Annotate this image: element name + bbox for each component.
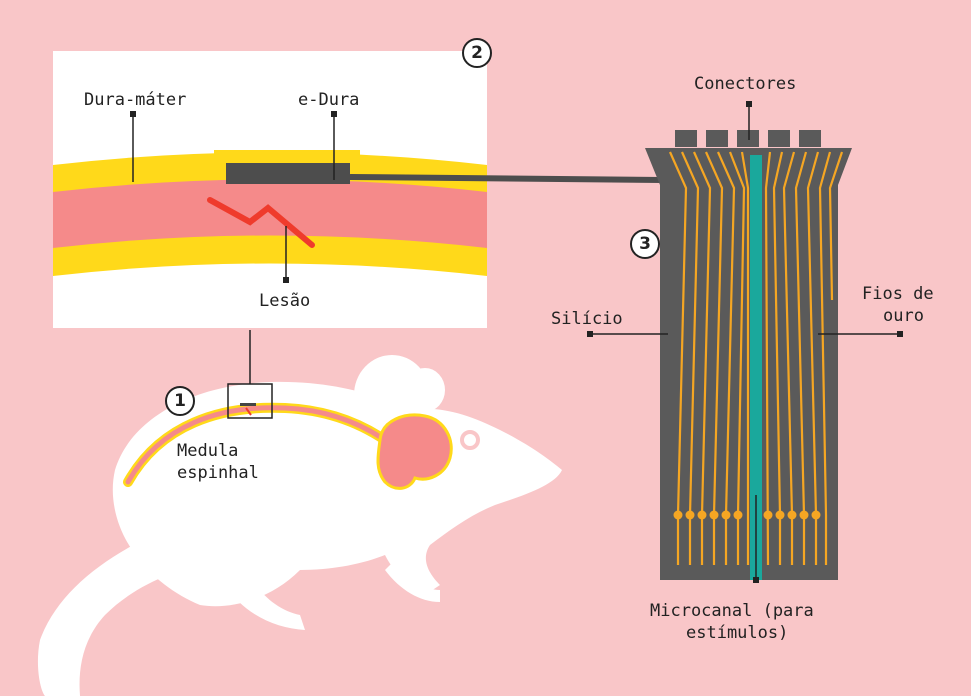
label-medula-line2: espinhal — [177, 463, 259, 483]
label-fios-line1: Fios de — [862, 284, 934, 304]
dura-bottom-layer — [53, 235, 487, 276]
label-dura-mater: Dura-máter — [84, 90, 187, 110]
mouse-lesion-mark — [245, 407, 252, 416]
mouse-implant-mark — [240, 403, 256, 406]
label-microcanal-line2: estímulos) — [686, 623, 789, 643]
mouse-ear-front — [405, 368, 445, 412]
mouse-foot-back — [225, 560, 305, 630]
cross-section-layers — [53, 150, 487, 276]
label-silicio: Silício — [551, 309, 623, 329]
electrode-dots — [673, 510, 821, 520]
gold-wires — [668, 151, 844, 566]
e-dura-implant — [226, 163, 350, 184]
marker-two: 2 — [462, 38, 492, 68]
label-lesao: Lesão — [259, 291, 311, 311]
marker-three: 3 — [630, 229, 660, 259]
label-medula-line1: Medula — [177, 441, 239, 461]
e-dura-device — [645, 130, 852, 580]
microchannel — [750, 155, 762, 580]
mouse-brain — [376, 413, 453, 490]
mouse-foot-front — [385, 560, 440, 602]
connector-pad — [675, 130, 697, 147]
device-cable — [349, 174, 663, 183]
connector-pad — [737, 130, 759, 147]
lesion-mark — [207, 197, 315, 248]
connector-pad — [706, 130, 728, 147]
marker-one: 1 — [165, 386, 195, 416]
connector-pad — [799, 130, 821, 147]
mouse-eye — [460, 430, 480, 450]
spinal-cord-layer — [53, 179, 487, 253]
label-fios-line2: ouro — [883, 306, 924, 326]
connector-pad — [768, 130, 790, 147]
implant-bump — [214, 150, 360, 162]
label-conectores: Conectores — [694, 74, 797, 94]
label-microcanal-line1: Microcanal (para — [650, 601, 814, 621]
label-e-dura: e-Dura — [298, 90, 360, 110]
mouse-spinal-cord-core — [125, 405, 395, 485]
